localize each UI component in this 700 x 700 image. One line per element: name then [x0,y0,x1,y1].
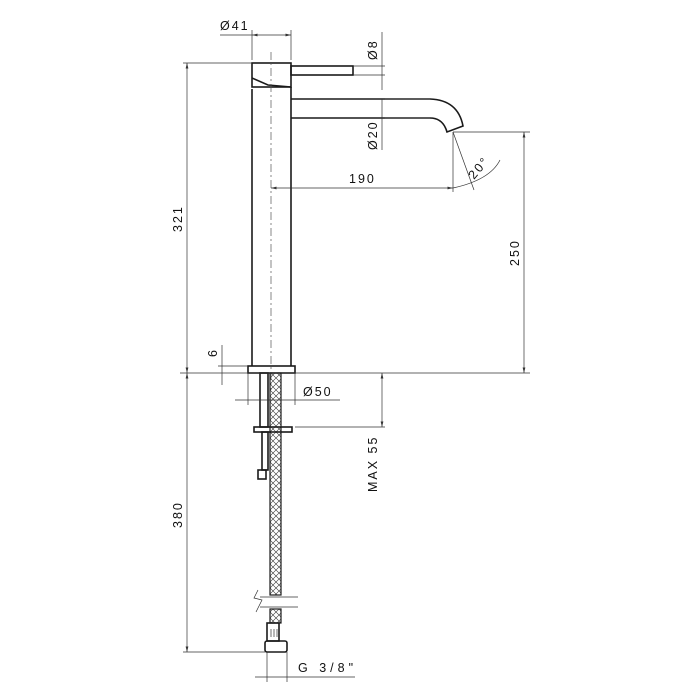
fixing-washer [253,426,293,433]
spout [291,98,464,134]
flex-hose [269,372,282,596]
body-diameter-label: Ø41 [220,19,250,33]
max-deck-thickness-label: MAX 55 [366,436,380,492]
faucet-body [247,52,464,390]
break-lines [260,596,298,608]
fixing-nut [257,469,267,480]
hose-length-label: 380 [171,501,185,528]
flange-diameter-label: Ø50 [303,385,333,399]
spout-reach-label: 190 [349,172,376,186]
base-flange [247,365,296,374]
lever-handle [290,65,354,76]
connection-nut [264,640,288,653]
spout-height-label: 250 [508,239,522,266]
spout-diameter-label: Ø20 [366,120,380,150]
lever-diameter-label: Ø8 [366,39,380,60]
under-deck-assembly [253,372,298,653]
break-symbol [253,589,263,613]
flange-height-label: 6 [206,348,220,357]
total-height-label: 321 [171,205,185,232]
connection-thread-label: G 3/8" [298,661,357,675]
dimension-lines [180,30,530,682]
